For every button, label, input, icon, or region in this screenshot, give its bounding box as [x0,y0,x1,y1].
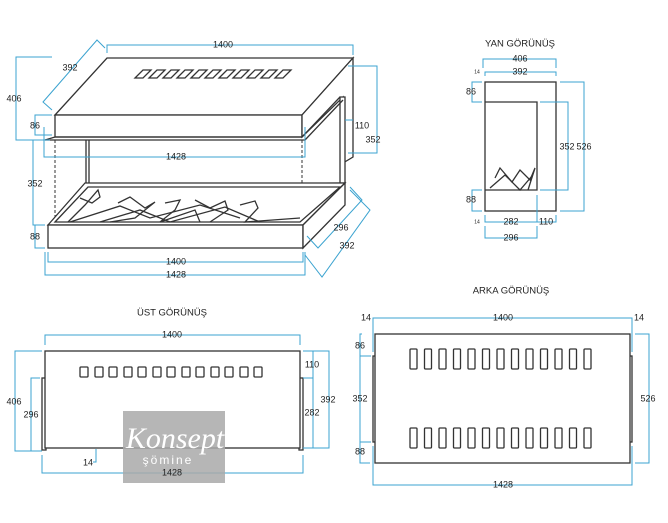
vent-slot [525,427,534,449]
vent-slot [467,427,476,449]
dim-label: 14 [474,69,480,75]
vent-slot [539,348,549,370]
vent-slot [481,427,491,449]
dim-label: 88 [466,194,476,204]
vent-slot [467,348,476,370]
back-view-title: ARKA GÖRÜNÜŞ [473,286,550,297]
dim-label: 1428 [162,467,182,477]
vent-slot [423,427,433,449]
vent-slot [409,427,418,449]
vent-slot [452,427,462,449]
vent-slot [583,427,592,449]
dim-label: 526 [640,393,655,403]
base-right [302,181,346,250]
vent-slot [438,348,447,370]
dim-label: 296 [333,222,348,232]
dim-label: 296 [503,232,518,242]
vent-slot [554,427,563,449]
perspective-dimension-lines [15,39,378,278]
dim-label: 406 [6,396,21,406]
dim-label: 352 [352,393,367,403]
dim-label: 1400 [493,312,513,322]
vent-slot [496,348,505,370]
right-panel [339,96,346,184]
dim-label: 14 [361,312,371,322]
dim-label: 86 [355,340,365,350]
base-top [46,182,347,226]
vent-slot [452,348,462,370]
dim-label: 86 [30,120,40,130]
dim-label: 110 [539,216,553,226]
dim-label: 526 [576,141,591,151]
watermark-subtitle: şömine [143,453,194,467]
vent-slot [438,427,447,449]
top-view: ÜST GÖRÜNÜŞ 14 [6,308,336,474]
top-vents [133,69,293,79]
top-view-title: ÜST GÖRÜNÜŞ [137,308,207,319]
hood-front [54,114,303,138]
dim-label: 1428 [166,151,186,161]
dim-label: 1428 [493,479,513,489]
dim-label: 282 [304,407,319,417]
dim-label: 88 [355,446,365,456]
side-view-title: YAN GÖRÜNÜŞ [485,39,555,50]
dim-label: 392 [339,240,354,250]
vent-slot [568,427,578,449]
logs-icon [489,166,536,191]
dim-label: 1428 [166,269,186,279]
base-front [47,224,304,249]
dim-label: 352 [27,178,42,188]
vent-slot [510,348,520,370]
logs-icon [67,188,301,223]
side-view: YAN GÖRÜNÜŞ 406 392 14 86 352 526 88 14 … [466,39,592,243]
hood-top-face [53,57,355,116]
dim-label: 1400 [162,329,182,339]
vent-slot [510,427,520,449]
dim-label: 392 [320,394,335,404]
dim-label: 14 [634,312,644,322]
vent-slot [525,348,534,370]
dim-label: 406 [6,93,21,103]
vent-slot [583,348,592,370]
dim-label: 1400 [213,39,233,49]
watermark-logo: Konsept şömine [123,411,225,483]
dim-label: 14 [474,219,480,225]
vent-slot [554,348,563,370]
dim-label: 110 [355,120,369,130]
dim-label: 88 [30,231,40,241]
back-view: ARKA GÖRÜNÜŞ 14 1400 14 86 352 88 526 14… [352,286,655,490]
vent-slot [481,348,491,370]
vent-slot [568,348,578,370]
watermark-brand: Konsept [125,422,225,455]
dim-label: 110 [305,359,319,369]
dim-label: 86 [466,86,476,96]
dim-label: 352 [559,141,574,151]
vent-slot [409,348,418,370]
perspective-view: 1400 392 406 86 110 352 1428 352 88 296 … [6,39,381,279]
vent-slot [496,427,505,449]
vent-slot [539,427,549,449]
back-vents [409,348,592,449]
dim-label: 352 [365,134,380,144]
dim-label: 282 [503,216,518,226]
dim-label: 406 [512,53,527,63]
top-vents [79,366,263,378]
dim-label: 1400 [166,256,186,266]
dim-label: 392 [512,66,527,76]
dim-label: 296 [23,409,38,419]
dim-label: 14 [83,457,93,467]
dim-label: 392 [62,62,77,72]
vent-slot [423,348,433,370]
